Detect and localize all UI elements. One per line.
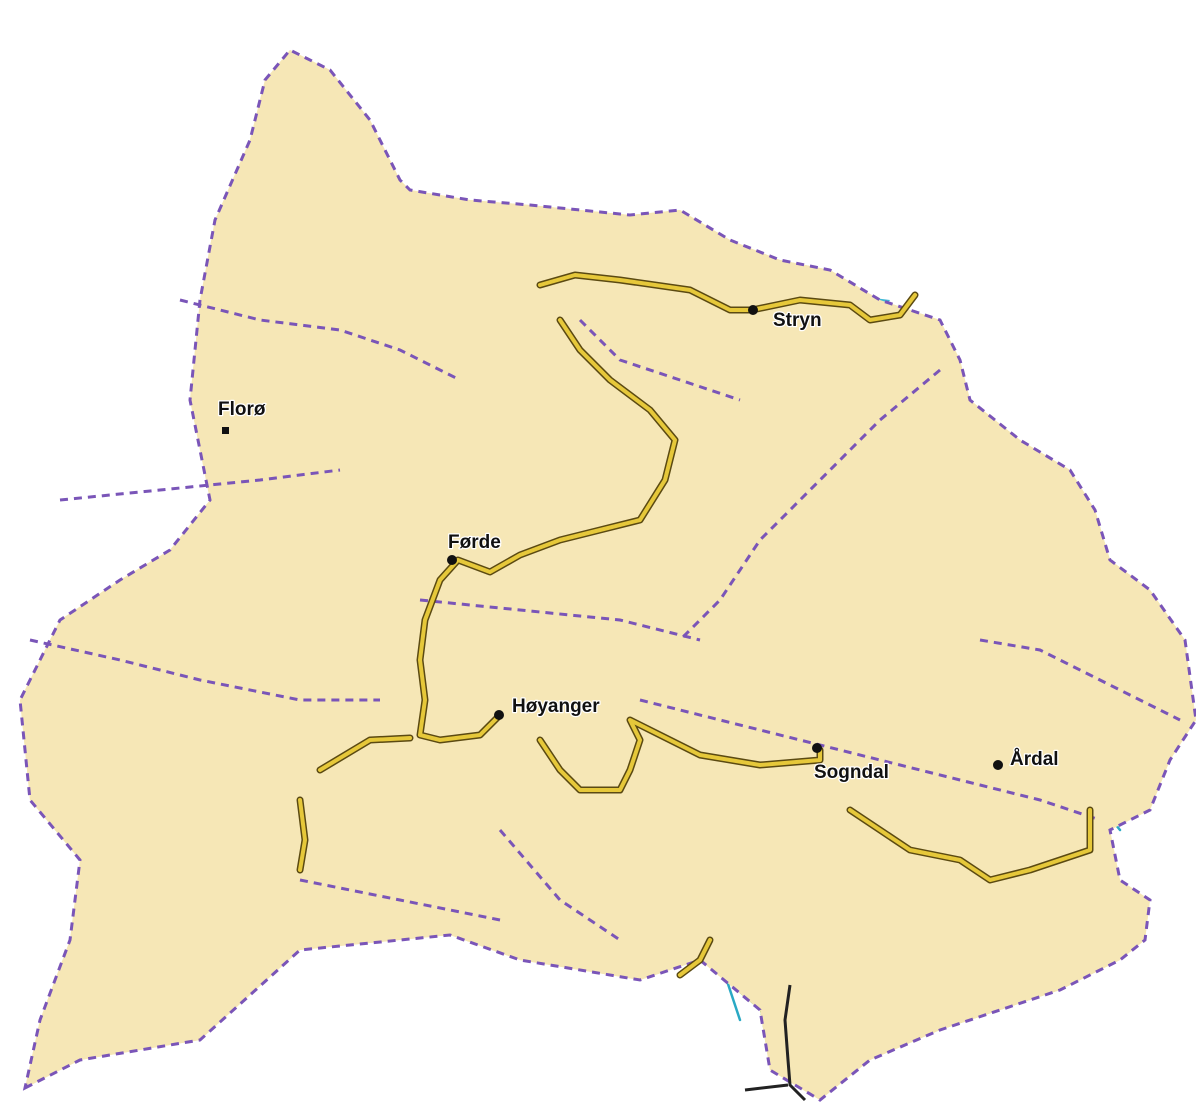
town-stryn[interactable]: Stryn — [748, 305, 823, 332]
town-label-sogndal: Sogndal — [814, 762, 889, 783]
town-forde[interactable]: Førde — [447, 531, 502, 565]
town-marker — [993, 760, 1003, 770]
town-label-ardal: Årdal — [1010, 749, 1059, 770]
town-label-forde: Førde — [448, 532, 501, 553]
county-boundary — [744, 984, 807, 1102]
borders — [18, 48, 1196, 1102]
town-sogndal[interactable]: Sogndal — [812, 743, 890, 784]
town-label-hoyanger: Høyanger — [512, 696, 600, 717]
town-label-floro: Florø — [218, 399, 266, 420]
town-floro[interactable]: Florø — [217, 398, 267, 434]
town-label-stryn: Stryn — [773, 310, 822, 331]
town-markers: Florø Stryn Førde Høyanger Sogndal Årdal — [217, 305, 1060, 784]
town-marker — [447, 555, 457, 565]
town-ardal[interactable]: Årdal — [993, 748, 1060, 771]
town-hoyanger[interactable]: Høyanger — [494, 695, 601, 720]
town-marker — [222, 427, 229, 434]
town-marker — [494, 710, 504, 720]
town-marker — [812, 743, 822, 753]
town-marker — [748, 305, 758, 315]
